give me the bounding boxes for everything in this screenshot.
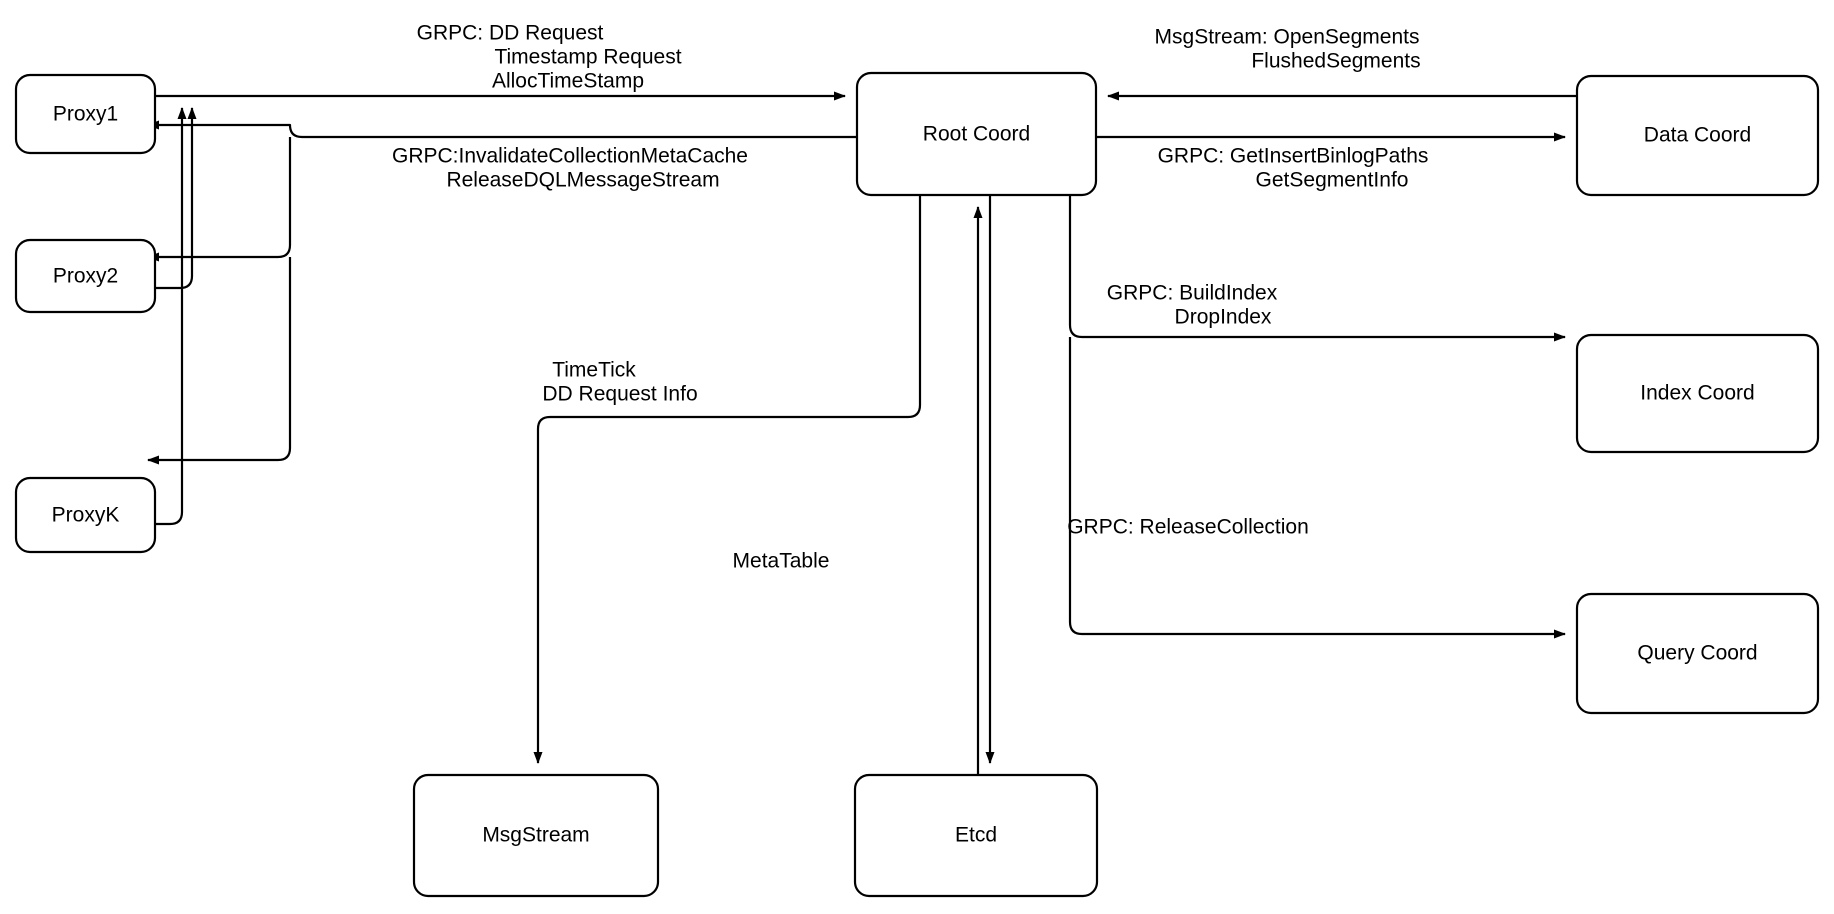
node-rect-index-coord[interactable] xyxy=(1575,333,1820,454)
node-index-coord[interactable]: Index Coord xyxy=(1575,333,1820,454)
node-rect-etcd[interactable] xyxy=(853,773,1099,898)
edge-label-line: GetSegmentInfo xyxy=(1256,169,1409,192)
edge-label-line: DropIndex xyxy=(1175,306,1272,329)
edge-path-root-to-querycoord xyxy=(1068,337,1566,639)
edge-path-proxyk-riser xyxy=(155,107,187,526)
edge-label-datacoord-to-root: MsgStream: OpenSegments FlushedSegments xyxy=(1155,26,1421,73)
edge-label-line: GRPC:InvalidateCollectionMetaCache xyxy=(392,145,748,168)
node-label-proxyk: ProxyK xyxy=(52,504,120,527)
edge-path-root-to-proxyk xyxy=(147,257,292,465)
edge-label-line: Timestamp Request xyxy=(494,46,681,69)
edge-path-root-to-msgstream xyxy=(533,195,922,764)
edge-path-root-to-proxy2 xyxy=(147,137,292,262)
node-rect-root-coord[interactable] xyxy=(855,71,1098,197)
node-label-etcd: Etcd xyxy=(955,824,997,847)
edge-proxies-to-root xyxy=(155,91,846,526)
node-query-coord[interactable]: Query Coord xyxy=(1575,592,1820,715)
node-rect-proxy2[interactable] xyxy=(14,238,157,314)
edge-label-root-to-querycoord: GRPC: ReleaseCollection xyxy=(1067,516,1309,539)
node-proxy1[interactable]: Proxy1 xyxy=(14,73,157,155)
edge-label-line: TimeTick xyxy=(552,359,636,382)
edge-label-line: MsgStream: OpenSegments xyxy=(1155,26,1420,49)
edge-label-line: MetaTable xyxy=(733,550,830,573)
edge-label-line: AllocTimeStamp xyxy=(492,70,644,93)
node-label-proxy1: Proxy1 xyxy=(53,103,118,126)
node-label-data-coord: Data Coord xyxy=(1644,124,1751,147)
edge-path-proxy2-riser xyxy=(155,107,197,290)
edge-path-root-to-proxy1 xyxy=(147,120,857,139)
node-rect-data-coord[interactable] xyxy=(1575,74,1820,197)
edge-label-line: ReleaseDQLMessageStream xyxy=(446,169,719,192)
edge-label-proxies-to-root: GRPC: DD Request Timestamp Request Alloc… xyxy=(417,22,682,93)
edge-path-root-to-indexcoord xyxy=(1068,195,1566,342)
node-proxy2[interactable]: Proxy2 xyxy=(14,238,157,314)
node-label-root-coord: Root Coord xyxy=(923,123,1030,146)
edge-label-line: FlushedSegments xyxy=(1251,50,1420,73)
node-etcd[interactable]: Etcd xyxy=(853,773,1099,898)
node-rect-query-coord[interactable] xyxy=(1575,592,1820,715)
edge-label-line: GRPC: ReleaseCollection xyxy=(1067,516,1309,539)
node-root-coord[interactable]: Root Coord xyxy=(855,71,1098,197)
node-proxyk[interactable]: ProxyK xyxy=(14,476,157,554)
node-rect-proxy1[interactable] xyxy=(14,73,157,155)
edge-label-root-to-indexcoord: GRPC: BuildIndex DropIndex xyxy=(1107,282,1278,329)
edge-label-line: GRPC: DD Request xyxy=(417,22,604,45)
edge-label-line: GRPC: BuildIndex xyxy=(1107,282,1278,305)
node-label-index-coord: Index Coord xyxy=(1640,382,1754,405)
node-label-query-coord: Query Coord xyxy=(1637,642,1757,665)
edge-label-root-to-proxies: GRPC:InvalidateCollectionMetaCache Relea… xyxy=(392,145,748,192)
node-data-coord[interactable]: Data Coord xyxy=(1575,74,1820,197)
node-label-proxy2: Proxy2 xyxy=(53,265,118,288)
node-msgstream[interactable]: MsgStream xyxy=(412,773,660,898)
edge-label-line: GRPC: GetInsertBinlogPaths xyxy=(1158,145,1429,168)
node-label-msgstream: MsgStream xyxy=(482,824,589,847)
edge-label-root-to-msgstream: TimeTick DD Request Info xyxy=(542,359,697,406)
edge-root-to-proxies xyxy=(147,120,857,465)
node-rect-proxyk[interactable] xyxy=(14,476,157,554)
edge-label-root-to-datacoord: GRPC: GetInsertBinlogPaths GetSegmentInf… xyxy=(1158,145,1429,192)
edge-label-line: DD Request Info xyxy=(542,383,697,406)
node-rect-msgstream[interactable] xyxy=(412,773,660,898)
edge-label-root-etcd: MetaTable xyxy=(733,550,830,573)
